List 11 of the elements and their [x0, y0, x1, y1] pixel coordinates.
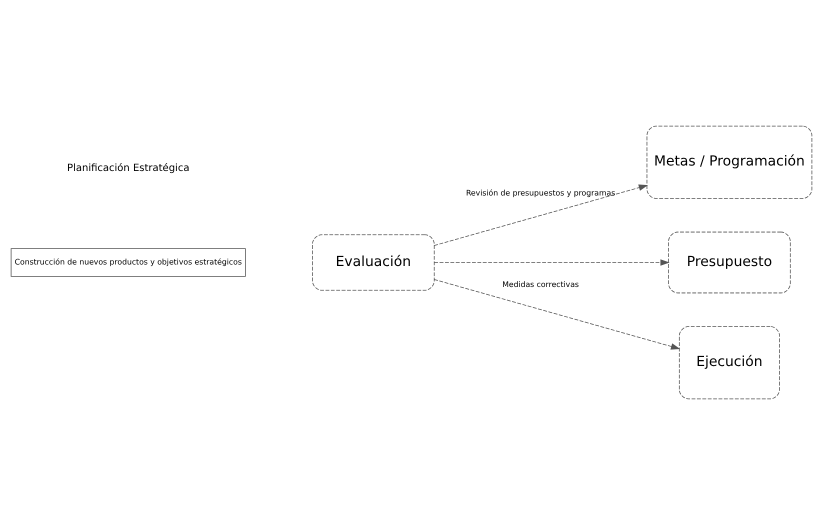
edge-label: Revisión de presupuestos y programas — [466, 188, 616, 198]
edge-label: Medidas correctivas — [502, 280, 579, 290]
node-box: Presupuesto — [668, 232, 791, 294]
label: Planificación Estratégica — [67, 163, 190, 174]
arrow — [434, 184, 648, 246]
node-box: Ejecución — [678, 326, 780, 400]
node-box: Metas / Programación — [646, 126, 812, 199]
node-box: Construcción de nuevos productos y objetivos estratégicos — [10, 248, 246, 277]
arrow — [434, 259, 670, 266]
arrow — [434, 279, 680, 350]
node-box: Evaluación — [312, 234, 435, 291]
